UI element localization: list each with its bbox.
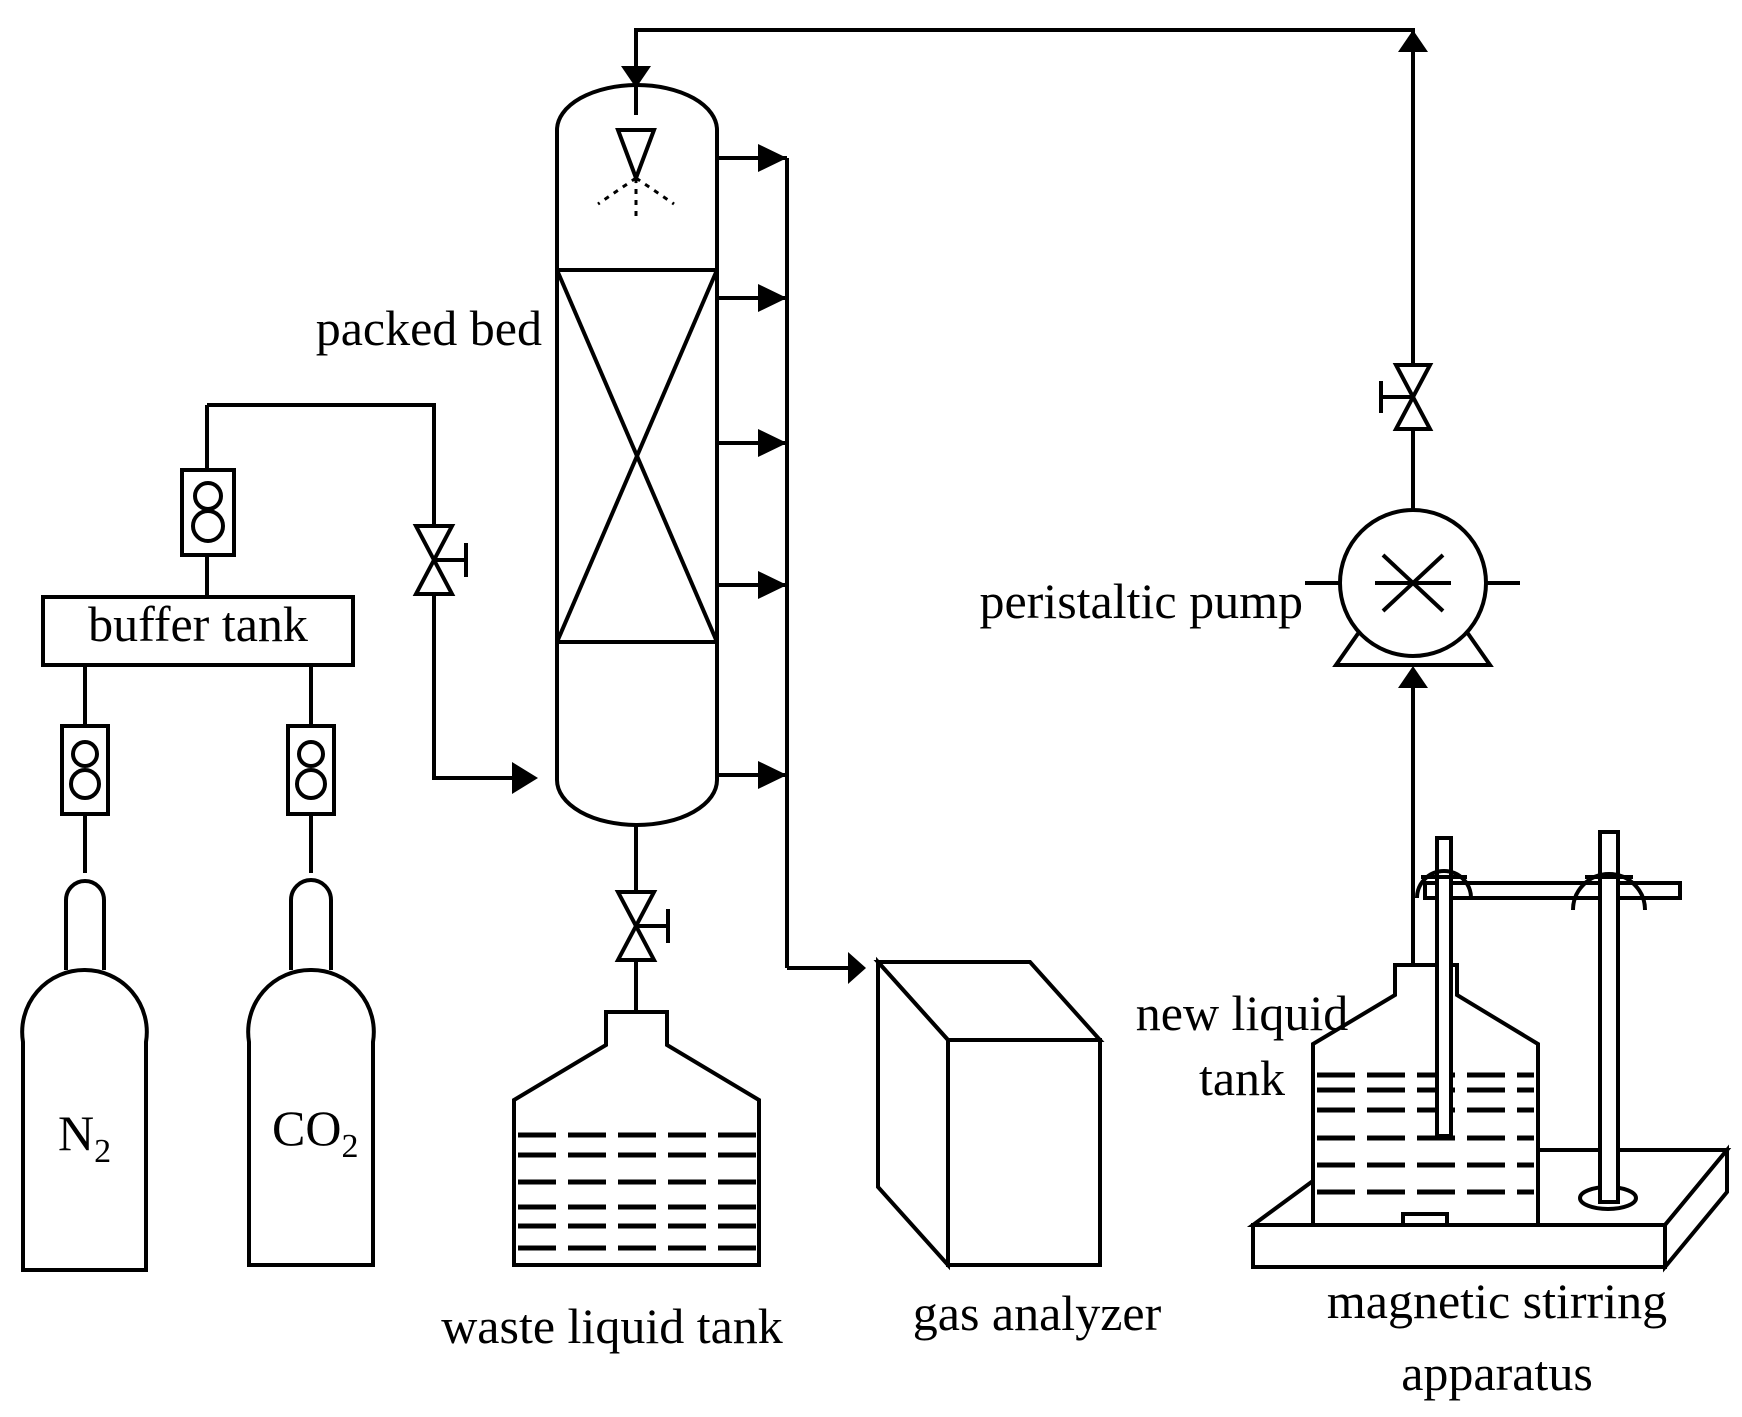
n2-label-sub: 2	[94, 1133, 111, 1170]
packed-bed-label: packed bed	[316, 300, 542, 356]
new-liquid-tank-label-line1: new liquid	[1136, 985, 1348, 1041]
waste-drain-valve[interactable]	[614, 890, 670, 962]
co2-label-sub: 2	[341, 1128, 358, 1165]
pump-outlet-valve[interactable]	[1379, 363, 1434, 515]
gas-inlet-valve[interactable]	[412, 524, 468, 596]
n2-cylinder	[20, 665, 149, 1272]
pump-suction-line	[1398, 666, 1428, 965]
n2-label: N2	[58, 1105, 111, 1170]
return-line	[621, 28, 1428, 392]
co2-label-main: CO	[272, 1100, 341, 1156]
n2-label-main: N	[58, 1105, 94, 1161]
gas-analyzer	[873, 956, 1105, 1271]
buffer-tank-label: buffer tank	[88, 596, 308, 652]
flowmeter-buffer-outlet	[180, 405, 236, 597]
waste-liquid-tank	[512, 1010, 761, 1267]
packed-bed-column	[555, 83, 719, 827]
co2-cylinder	[246, 665, 376, 1267]
gas-analyzer-label: gas analyzer	[913, 1285, 1162, 1341]
peristaltic-pump	[1305, 508, 1520, 667]
waste-liquid-tank-label: waste liquid tank	[441, 1298, 783, 1354]
gas-feed-line	[207, 403, 538, 794]
new-liquid-tank	[1311, 963, 1540, 1227]
magnetic-stirring-label-line2: apparatus	[1401, 1345, 1593, 1401]
spray-nozzle	[597, 128, 675, 220]
magnetic-stirring-label-line1: magnetic stirring	[1327, 1273, 1667, 1329]
sampling-ports	[717, 144, 866, 984]
co2-label: CO2	[272, 1100, 358, 1165]
buffer-tank	[41, 595, 355, 667]
peristaltic-pump-label: peristaltic pump	[979, 573, 1303, 629]
new-liquid-tank-label-line2: tank	[1199, 1050, 1285, 1106]
stirrer-clamp-stand	[1415, 830, 1682, 1204]
